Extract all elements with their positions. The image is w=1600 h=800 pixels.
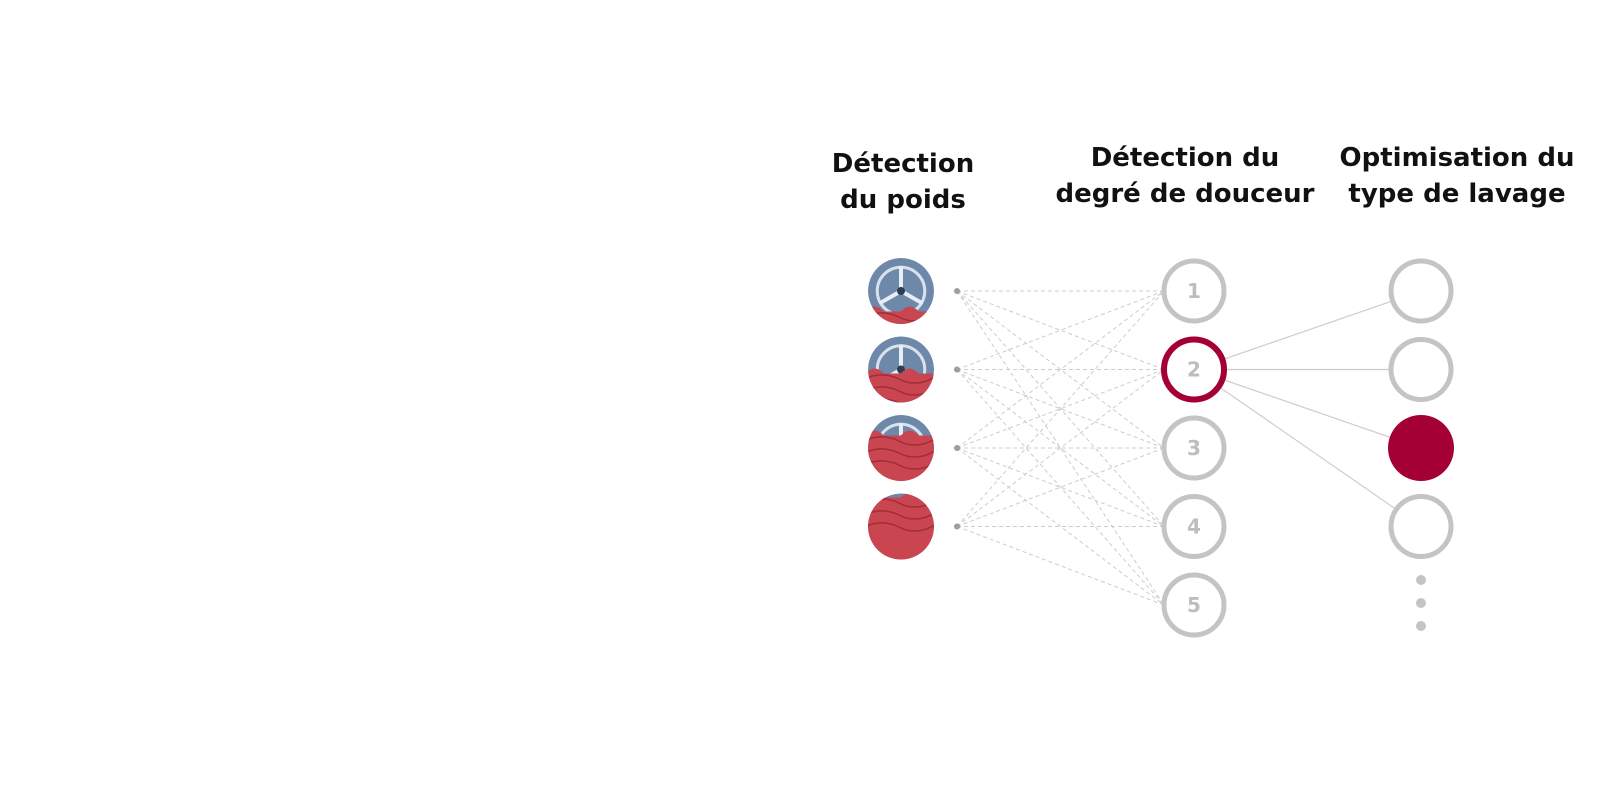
connection-solid [1222, 378, 1393, 439]
softness-level-column: 1 2 3 4 5 [1161, 258, 1227, 638]
drum-hub [897, 287, 905, 295]
softness-node-label: 5 [1187, 593, 1201, 617]
connection-dashed [956, 290, 1165, 449]
heading-wash-line2: type de lavage [1348, 179, 1566, 209]
connection-solid [1222, 300, 1393, 361]
connection-dashed [956, 290, 1165, 370]
connection-dashed [956, 369, 1165, 606]
softness-level-1: 1 [1161, 258, 1227, 324]
connection-dashed [956, 290, 1165, 370]
connection-dashed [956, 290, 1165, 527]
heading-weight-line2: du poids [840, 185, 966, 215]
fabric-fold [868, 374, 934, 384]
heading-weight-line1: Détection [831, 149, 975, 179]
connection-solid [1218, 386, 1397, 510]
wash-type-node [1388, 258, 1454, 324]
fabric-load [868, 430, 934, 481]
softness-node-label: 1 [1187, 279, 1201, 303]
softness-node-ring [1161, 336, 1227, 403]
weight-connector-dot [954, 523, 960, 530]
weight-connector-dot [954, 288, 960, 294]
fabric-load [868, 368, 934, 403]
fabric-fold [868, 436, 934, 446]
drum-load-full-icon [868, 493, 934, 560]
softness-node-ring [1161, 494, 1227, 559]
softness-level-2: 2 [1161, 336, 1227, 403]
heading-softness-detection: Détection du degré de douceur [1050, 140, 1320, 212]
fabric-fold [868, 460, 934, 470]
softness-level-5: 5 [1161, 572, 1227, 638]
drum-load-medium-icon [868, 336, 934, 403]
connection-dashed [956, 369, 1165, 527]
softness-node-label: 3 [1187, 436, 1201, 460]
heading-wash-line1: Optimisation du [1339, 143, 1575, 173]
wash-type-node-selected [1388, 415, 1454, 481]
fabric-load [868, 493, 934, 560]
softness-node-ring [1161, 258, 1227, 324]
wash-type-node [1388, 494, 1454, 559]
softness-node-label: 2 [1187, 358, 1201, 382]
ellipsis-dot [1416, 598, 1426, 608]
connection-dashed [956, 369, 1165, 449]
fabric-fold [868, 448, 934, 458]
connection-dashed [956, 369, 1165, 449]
heading-softness-line1: Détection du [1090, 143, 1280, 173]
heading-weight-detection: Détection du poids [823, 146, 983, 218]
weight-connector-dot [954, 366, 960, 373]
connection-dashed [956, 526, 1165, 606]
softness-level-4: 4 [1161, 494, 1227, 559]
heading-wash-optimization: Optimisation du type de lavage [1322, 140, 1592, 212]
ellipsis-vertical-icon [1416, 575, 1426, 631]
connection-dashed [956, 447, 1165, 527]
connection-dashed [956, 447, 1165, 606]
fabric-fold [868, 522, 934, 532]
wash-type-node [1388, 337, 1454, 402]
heading-softness-line2: degré de douceur [1055, 179, 1315, 209]
drum-load-large-icon [868, 415, 934, 481]
softness-node-ring [1161, 415, 1227, 481]
softness-node-ring [1161, 572, 1227, 638]
softness-level-3: 3 [1161, 415, 1227, 481]
ellipsis-dot [1416, 575, 1426, 585]
connection-dashed [956, 447, 1165, 527]
weight-connector-dot [954, 445, 960, 451]
weight-to-softness-connections [956, 290, 1165, 606]
drum-load-small-icon [868, 258, 934, 324]
weight-level-column [868, 258, 960, 560]
wash-type-column [1388, 258, 1454, 559]
ellipsis-dot [1416, 621, 1426, 631]
softness-node-label: 4 [1187, 515, 1201, 539]
fabric-fold [868, 510, 934, 520]
more-options [1416, 575, 1426, 631]
softness-to-wash-connections [1218, 300, 1397, 510]
